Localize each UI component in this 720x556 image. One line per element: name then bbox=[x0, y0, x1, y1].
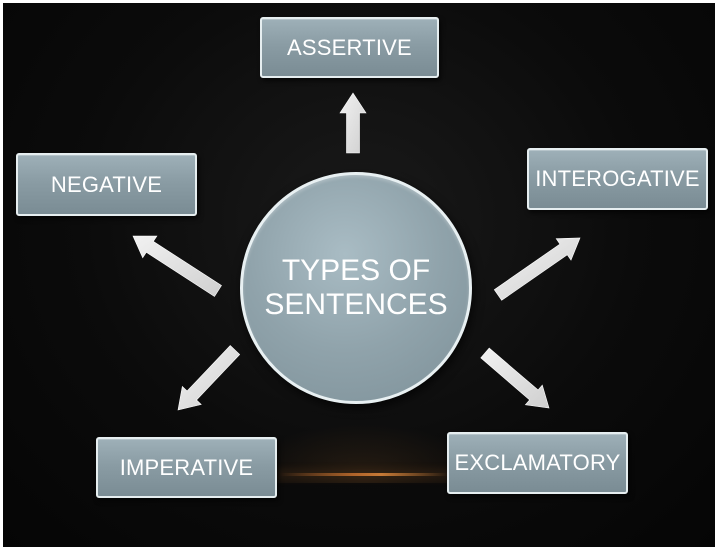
slide-background: ASSERTIVE NEGATIVE INTEROGATIVE IMPERATI… bbox=[3, 3, 715, 547]
node-assertive-label: ASSERTIVE bbox=[287, 34, 412, 60]
node-exclamatory-label: EXCLAMATORY bbox=[454, 450, 621, 475]
arrow-to-imperative bbox=[177, 345, 241, 411]
node-exclamatory: EXCLAMATORY bbox=[447, 432, 628, 494]
center-circle: TYPES OF SENTENCES bbox=[240, 172, 472, 404]
node-imperative-label: IMPERATIVE bbox=[119, 454, 254, 480]
center-title-line2: SENTENCES bbox=[264, 288, 448, 321]
accent-glow-line bbox=[273, 473, 453, 476]
arrow-to-exclamatory bbox=[480, 347, 550, 409]
arrow-to-negative bbox=[132, 235, 222, 297]
arrow-to-interogative bbox=[493, 237, 581, 301]
arrow-to-assertive bbox=[339, 92, 367, 154]
node-interogative-label: INTEROGATIVE bbox=[535, 166, 700, 191]
node-interogative: INTEROGATIVE bbox=[527, 148, 708, 210]
node-negative-label: NEGATIVE bbox=[50, 171, 163, 197]
node-imperative: IMPERATIVE bbox=[96, 437, 277, 498]
center-title-line1: TYPES OF bbox=[281, 254, 431, 287]
node-assertive: ASSERTIVE bbox=[260, 17, 439, 78]
arrows-layer bbox=[132, 92, 581, 411]
node-negative: NEGATIVE bbox=[16, 153, 197, 216]
